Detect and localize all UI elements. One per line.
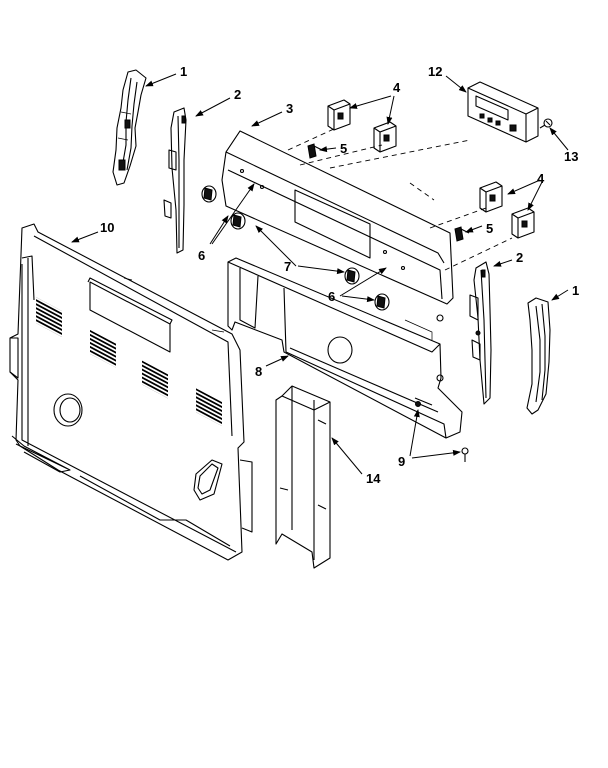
indicator-light [307,143,323,159]
knob [201,185,217,203]
rear-channel [275,385,331,569]
infinite-switch [373,121,397,153]
callout-4-top: 4 [393,80,401,95]
end-cap-right [526,297,551,415]
infinite-switch [479,181,503,213]
callout-5-top: 5 [340,141,347,156]
callout-4-right: 4 [537,171,545,186]
knob [374,293,390,311]
callout-8: 8 [255,364,262,379]
callout-1-right: 1 [572,283,579,298]
callout-9: 9 [398,454,405,469]
side-bracket-left [163,107,187,254]
knob [344,267,360,285]
indicator-light [454,226,470,242]
callout-labels: 1 2 3 4 5 12 13 10 6 7 6 4 5 2 1 8 9 14 [100,64,579,486]
callout-1-top: 1 [180,64,187,79]
screw [461,447,469,462]
callout-3: 3 [286,101,293,116]
alignment-lines [287,127,513,271]
knob [230,212,246,230]
clock-timer [467,81,539,143]
callout-5-right: 5 [486,221,493,236]
callout-13: 13 [564,149,578,164]
callout-6-left: 6 [198,248,205,263]
callout-7: 7 [284,259,291,274]
callout-10: 10 [100,220,114,235]
leader-lines [71,73,569,475]
side-bracket-right [469,261,492,405]
callout-12: 12 [428,64,442,79]
rear-panel [9,223,253,561]
screw [539,118,553,129]
end-cap-left [112,69,147,186]
callout-6-right: 6 [328,289,335,304]
callout-2-top: 2 [234,87,241,102]
callout-14: 14 [366,471,381,486]
manifold-panel [227,257,463,439]
callout-2-right: 2 [516,250,523,265]
control-panel [221,130,454,322]
infinite-switch [327,99,351,131]
infinite-switch [511,207,535,239]
